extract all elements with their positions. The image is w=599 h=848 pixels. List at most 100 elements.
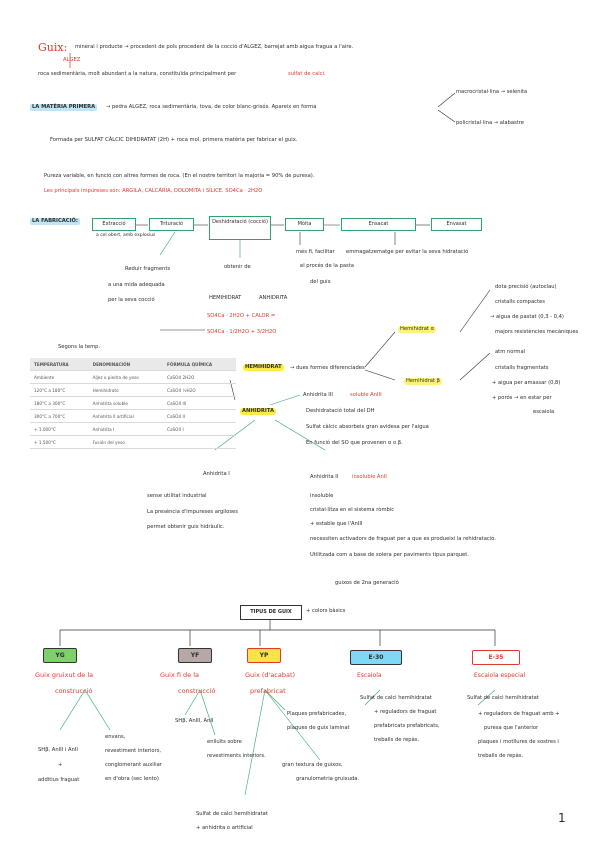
e30-note: treballs de repàs. <box>374 737 420 743</box>
fabricacio-title: LA FABRICACIÓ: <box>30 218 81 226</box>
note-trituracio-2: a una mida adequada <box>108 282 165 288</box>
alpha-item: dota precisió (autoclau) <box>495 284 557 290</box>
table-cell: + 1.500°C <box>30 435 89 449</box>
yg-note2: envans, <box>105 734 126 740</box>
table-header: TEMPERATURA <box>30 358 89 371</box>
table-cell: 180°C a 300°C <box>30 396 89 410</box>
formula-1: SO4Ca · 2H2O + CALOR = <box>207 313 276 319</box>
note-deshid-2: HEMIHIDRAT <box>209 295 242 301</box>
type-yf: YF <box>178 648 212 663</box>
yf-note2: enlluïts sobre <box>207 739 242 745</box>
table-cell: Aljez o piedra de yeso <box>88 370 164 384</box>
type-e35-sub1: Escaiola especial <box>474 672 526 679</box>
type-e30: E-30 <box>350 650 402 665</box>
materia-line2: Formada per SULFAT CÀLCIC DIHIDRATAT (2H… <box>50 137 298 143</box>
table-cell: CaSO4 2H2O <box>163 370 236 384</box>
step-molta: Mòlta <box>285 218 324 231</box>
yp-note2: gran textura de guixos, <box>282 762 343 768</box>
table-cell: Anhidrita II artificial <box>88 409 164 423</box>
anhidrita-iii-item: En funció del SO que provenen α o β. <box>306 440 403 446</box>
anhidrita-i-item: La presència d'impureses argiloses <box>147 509 238 515</box>
step-extraccio: Extracció <box>92 218 136 231</box>
note-deshid-1: obtenir de <box>224 264 251 270</box>
yg-note2: revestiment interiors, <box>105 748 162 754</box>
table-cell: 300°C a 700°C <box>30 409 89 423</box>
anhidrita-i-title: Anhidrita I <box>203 471 230 477</box>
table-cell: CaSO4 ½H2O <box>163 383 236 397</box>
table-header: DENOMINACIÓN <box>88 358 164 371</box>
temperature-table: TEMPERATURA DENOMINACIÓN FÓRMULA QUÍMICA… <box>30 358 236 449</box>
table-cell: Anhidrita soluble <box>88 396 164 410</box>
type-yg-sub2: construcció <box>55 687 93 695</box>
table-cell: Ambiente <box>30 370 89 384</box>
type-yp-sub2: prefabricat <box>250 687 286 695</box>
anhidrita-ii-item: + estable que l'AnIII <box>310 521 363 527</box>
hemihidrat-beta: Hemihidrat β <box>404 378 442 386</box>
yp-note: plaques de guix laminat <box>287 725 350 731</box>
beta-item: + aigua per amassar (0,8) <box>492 380 561 386</box>
tipus-note-top: guixos de 2na generació <box>335 580 399 586</box>
anhidrita-ii-item: insoluble <box>310 493 334 499</box>
note-molta-2: el procés de la pasta <box>300 263 354 269</box>
anhidrita-ii-item: cristal·litza en el sistema ròmbic <box>310 507 395 513</box>
e30-note: Sulfat de calci hemihidratat <box>360 695 432 701</box>
table-cell: + 1.000°C <box>30 422 89 436</box>
intro-word: Guix: <box>38 41 68 54</box>
materia-branch-top: macrocristal·lina → selenita <box>456 89 528 95</box>
note-trituracio-3: per la seva cocció <box>108 297 155 303</box>
note-trituracio-1: Reduir fragments <box>125 266 171 272</box>
anhidrita-iii-item: Sulfat càlcic absorbeix gran avidesa per… <box>306 424 429 430</box>
e35-note: puresa que l'anterior <box>484 725 539 731</box>
materia-line4: Les principals impureses són: ARGILA, CA… <box>44 188 263 194</box>
anhidrita-label: ANHIDRITA <box>240 408 277 416</box>
beta-item: cristalls fragmentats <box>495 365 549 371</box>
hemihidrat-text: → dues formes diferenciades <box>290 365 365 371</box>
step-ensacat: Ensacat <box>341 218 416 231</box>
anhidrita-ii-item: Utilitzada com a base de solera per pavi… <box>310 552 469 558</box>
note-extraccio: a cel obert, amb explosius <box>96 233 156 238</box>
e35-note: Sulfat de calci hemihidratat <box>467 695 539 701</box>
formula-2: SO4Ca · 1/2H2O + 3/2H2O <box>207 329 277 335</box>
table-header-row: TEMPERATURA DENOMINACIÓN FÓRMULA QUÍMICA <box>30 358 236 371</box>
type-yf-sub2: construcció <box>178 687 216 695</box>
materia-title: LA MATÈRIA PRIMERA <box>30 104 98 112</box>
yg-note2: en d'obra (sec lento) <box>105 776 159 782</box>
materia-line3: Pureza variable, en funció con altres fo… <box>44 173 315 179</box>
page-number: 1 <box>558 811 566 825</box>
yg-note: additius fraguat <box>38 777 80 783</box>
type-yp-sub1: Guix (d'acabat) <box>245 671 296 679</box>
intro-line2-red: sulfat de calci. <box>288 71 326 77</box>
type-yg: YG <box>43 648 77 663</box>
alpha-item: majors resistències mecàniques <box>495 329 579 335</box>
step-deshidratacio: Deshidratació (cocció) <box>209 216 271 240</box>
alpha-item: cristalls compactes <box>495 299 545 305</box>
tipus-title: TIPUS DE GUIX <box>240 605 302 620</box>
hemihidrat-alpha: Hemihidrat α <box>398 326 437 334</box>
table-cell: CaSO4 III <box>163 396 236 410</box>
anhidrita-iii-item: Deshidratació total del DH <box>306 408 375 414</box>
anhidrita-ii-title: Anhidrita II <box>310 474 339 480</box>
beta-item: + porós → en estar per <box>492 395 552 401</box>
anhidrita-i-item: sense utilitat industrial <box>147 493 207 499</box>
type-e35: E-35 <box>472 650 520 665</box>
yg-note: SHβ, AnIII i AnII <box>38 747 78 753</box>
table-cell: Fusión del yeso <box>88 435 164 449</box>
intro-line2: roca sedimentària, molt abundant a la na… <box>38 71 237 77</box>
step-envasat: Envasat <box>431 218 482 231</box>
segons-temp: Segons la temp. <box>58 344 101 350</box>
yg-note2: conglomerant auxiliar <box>105 762 162 768</box>
note-deshid-3: ANHIDRITA <box>259 295 288 301</box>
type-yg-sub1: Guix gruixut de la <box>35 671 94 679</box>
type-e30-sub1: Escaiola <box>357 672 382 679</box>
table-cell: 120°C a 180°C <box>30 383 89 397</box>
intro-line1: mineral i producte → procedent de pols p… <box>75 44 354 50</box>
beta-item: atm normal <box>495 349 526 355</box>
type-yf-sub1: Guix fi de la <box>160 671 200 679</box>
alpha-item: → aigua de pastat (0,3 - 0,4) <box>490 314 564 320</box>
